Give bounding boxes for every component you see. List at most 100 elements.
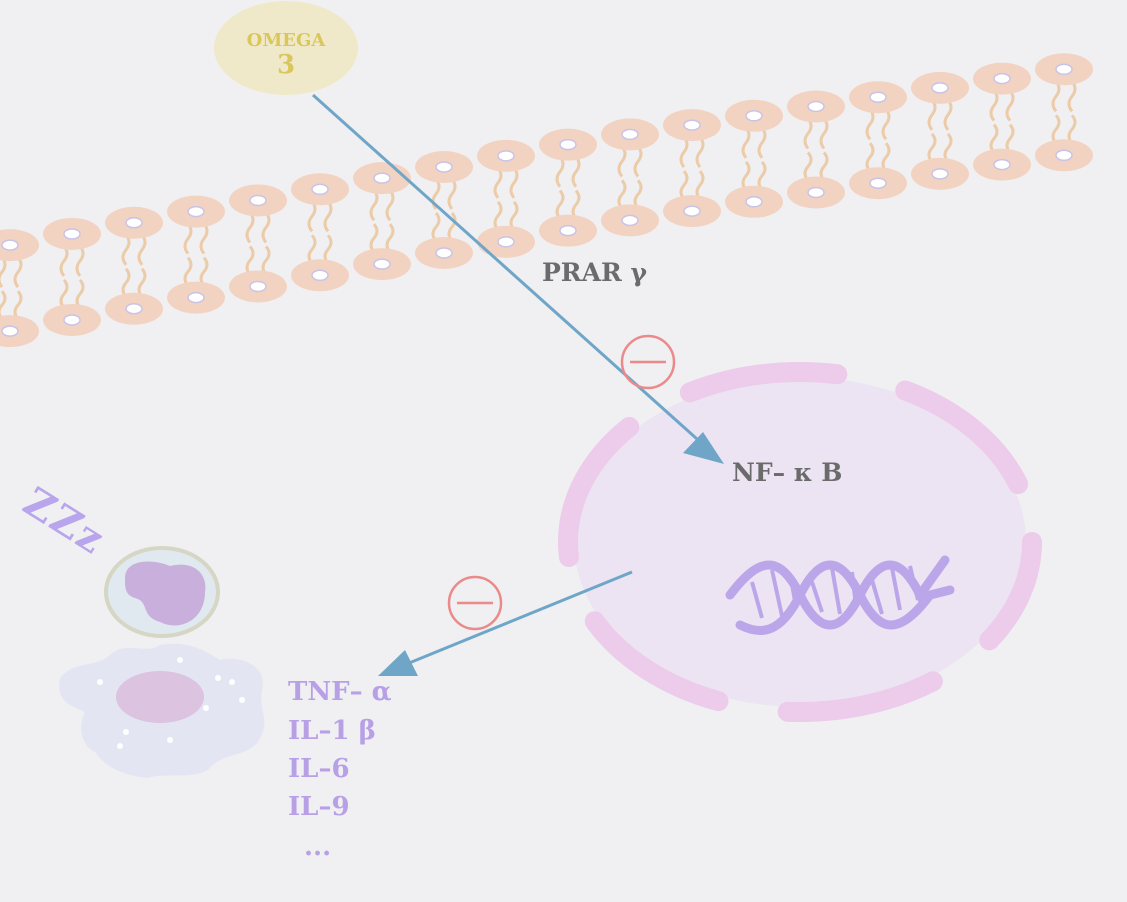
omega-number: 3 xyxy=(276,50,296,80)
cytokine-il9: IL–9 xyxy=(288,792,350,822)
lipid-tail xyxy=(865,142,875,173)
lipid-tail xyxy=(571,155,581,188)
lipid-head-dot xyxy=(869,177,887,189)
lipid-tail xyxy=(989,123,999,154)
inhibition-symbol-icon xyxy=(447,575,503,631)
prar-label: PRAR γ xyxy=(542,258,647,287)
omega-label: OMEGA xyxy=(246,30,326,51)
lipid-tail xyxy=(943,98,953,131)
arrowhead-cytokines xyxy=(378,650,418,676)
lipid-tail xyxy=(307,234,317,265)
lipid-head-dot xyxy=(435,161,453,173)
lipid-tail xyxy=(989,89,999,122)
lipid-tail xyxy=(617,179,627,210)
lipid-tail xyxy=(137,233,147,266)
lipid-tail xyxy=(199,256,209,287)
lipid-tail xyxy=(741,160,751,191)
cytokine-il6: IL–6 xyxy=(288,754,350,784)
lipid-head-dot xyxy=(249,194,267,207)
lipid-head-dot xyxy=(807,186,825,199)
lipid-head-dot xyxy=(807,100,825,113)
cytokine-ellipsis: ... xyxy=(304,832,332,862)
lipid-head-dot xyxy=(373,258,391,270)
lipid-tail xyxy=(757,126,767,159)
lipid-tail xyxy=(369,223,379,254)
cytokine-tnf: TNF– α xyxy=(288,677,392,707)
lipid-tail xyxy=(121,233,131,266)
lipid-tail xyxy=(803,151,813,182)
arrowhead-nfkb xyxy=(683,432,724,464)
lipid-tail xyxy=(245,211,255,244)
lipid-tail xyxy=(75,245,85,277)
lymphocyte-cell-icon xyxy=(104,546,220,638)
lipid-tail xyxy=(493,200,503,231)
lipid-tail xyxy=(865,108,875,141)
lipid-head-dot xyxy=(63,314,81,326)
lipid-tail xyxy=(881,142,891,173)
lipid-tail xyxy=(509,166,519,199)
lipid-tail xyxy=(385,189,395,222)
lipid-tail xyxy=(13,290,23,321)
lipid-tail xyxy=(555,189,565,220)
lipid-tail xyxy=(199,222,209,255)
lipid-head-dot xyxy=(931,168,949,180)
lipid-tail xyxy=(323,234,333,265)
lipid-head-dot xyxy=(869,91,887,103)
lipid-tail xyxy=(819,117,829,150)
lipid-head xyxy=(0,315,39,348)
lipid-head-dot xyxy=(683,205,701,217)
lipid-tail xyxy=(0,290,7,321)
omega-3-molecule-icon xyxy=(214,1,358,95)
lipid-tail xyxy=(571,189,581,220)
lipid-head-dot xyxy=(187,205,205,218)
lipid-tail xyxy=(741,126,751,159)
lipid-tail xyxy=(261,211,271,244)
lipid-tail xyxy=(757,160,767,191)
lipid-tail xyxy=(679,136,689,169)
nucleus-icon xyxy=(558,362,1042,722)
lipid-tail xyxy=(183,256,193,287)
lipid-tail xyxy=(307,200,317,233)
lipid-tail xyxy=(1051,80,1061,113)
lipid-tail xyxy=(1005,123,1015,154)
cytokine-il1: IL–1 β xyxy=(288,716,376,746)
lipid-tail xyxy=(75,278,85,309)
lipid-tail xyxy=(1005,89,1015,122)
lipid-head-dot xyxy=(559,138,577,151)
lipid-tail xyxy=(819,151,829,182)
lipid-head-dot xyxy=(1055,149,1073,162)
arrow-omega-to-nfkb xyxy=(311,93,718,458)
lipid-head-dot xyxy=(125,303,143,315)
lipid-head-dot xyxy=(993,72,1011,85)
lipid-tail xyxy=(679,170,689,201)
lipid-tail xyxy=(385,223,395,254)
lipid-head-dot xyxy=(559,224,577,237)
lipid-tail xyxy=(447,212,457,242)
lipid-tail xyxy=(695,136,705,169)
lipid-head-dot xyxy=(621,214,639,227)
lipid-tail xyxy=(927,132,937,163)
lipid-tail xyxy=(59,245,69,277)
nfkb-label: NF– κ B xyxy=(732,458,843,487)
lipid-tail xyxy=(59,278,69,309)
lipid-head-dot xyxy=(63,228,81,240)
lipid-head-dot xyxy=(373,172,391,184)
lipid-tail xyxy=(633,179,643,210)
lipid-tail xyxy=(121,267,131,298)
macrophage-cell-icon xyxy=(59,643,265,778)
lipid-head-dot xyxy=(993,158,1011,171)
lipid-head-dot xyxy=(1,239,19,251)
lipid-tail xyxy=(1067,80,1077,113)
lipid-tail xyxy=(555,155,565,188)
lipid-head xyxy=(0,229,39,262)
arrow-nfkb-to-cytokines xyxy=(391,570,633,672)
lipid-tail xyxy=(695,170,705,201)
lipid-tail xyxy=(13,256,23,289)
lipid-head-dot xyxy=(311,183,329,196)
lipid-tail xyxy=(0,256,7,289)
lipid-tail xyxy=(1067,114,1077,145)
lipid-head-dot xyxy=(249,280,267,293)
lipid-tail xyxy=(803,117,813,150)
